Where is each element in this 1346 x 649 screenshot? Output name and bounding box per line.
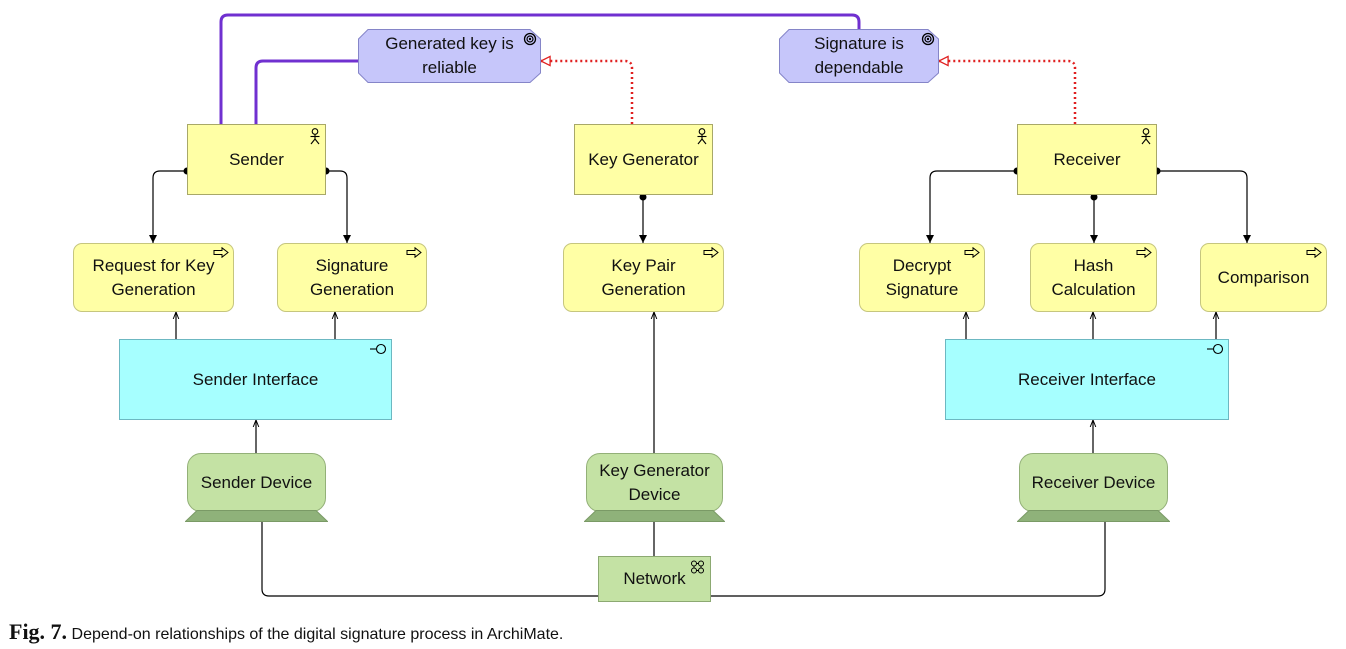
sender-device-network-line	[261, 521, 598, 597]
figure-caption: Fig. 7. Depend-on relationships of the d…	[9, 619, 563, 645]
process-arrow-icon	[1306, 246, 1322, 259]
process-request-key-generation[interactable]: Request for Key Generation	[73, 243, 234, 312]
device-receiver-base	[1017, 510, 1170, 522]
process-key-pair-generation[interactable]: Key Pair Generation	[563, 243, 724, 312]
process-arrow-icon	[406, 246, 422, 259]
process-arrow-icon	[1136, 246, 1152, 259]
process-label: Request for Key Generation	[92, 255, 215, 299]
process-signature-generation[interactable]: Signature Generation	[277, 243, 427, 312]
device-label: Key Generator Device	[599, 460, 710, 504]
actor-label: Sender	[229, 149, 284, 169]
process-arrow-icon	[213, 246, 229, 259]
sender-to-key-goal-line	[254, 59, 359, 124]
goal-generated-key-reliable[interactable]: Generated key is reliable	[358, 29, 541, 83]
interface-label: Sender Interface	[192, 369, 319, 389]
device-sender-base	[185, 510, 328, 522]
device-label: Sender Device	[200, 472, 313, 492]
process-label: Hash Calculation	[1051, 255, 1136, 299]
goal-signature-dependable[interactable]: Signature is dependable	[779, 29, 939, 83]
device-receiver[interactable]: Receiver Device	[1019, 453, 1168, 512]
goal-label: Generated key is reliable	[385, 34, 514, 77]
device-key-generator-base	[584, 510, 725, 522]
device-sender[interactable]: Sender Device	[187, 453, 326, 512]
receiver-to-decrypt-line	[926, 170, 1017, 243]
caption-text: Depend-on relationships of the digital s…	[71, 626, 564, 643]
process-arrow-icon	[964, 246, 980, 259]
network-label: Network	[623, 569, 686, 588]
interface-label: Receiver Interface	[1018, 369, 1156, 389]
actor-label: Receiver	[1053, 149, 1121, 169]
actor-key-generator[interactable]: Key Generator	[574, 124, 713, 195]
actor-receiver[interactable]: Receiver	[1017, 124, 1157, 195]
actor-label: Key Generator	[588, 149, 699, 169]
actor-icon	[309, 128, 321, 145]
process-label: Signature Generation	[309, 255, 395, 299]
goal-target-icon	[523, 32, 537, 46]
goal-label: Signature is dependable	[814, 34, 904, 77]
interface-receiver[interactable]: Receiver Interface	[945, 339, 1229, 420]
process-arrow-icon	[703, 246, 719, 259]
interface-lollipop-icon	[369, 343, 387, 355]
sender-to-signature-gen-line	[326, 170, 351, 243]
figure-number: Fig. 7.	[9, 619, 68, 644]
actor-icon	[696, 128, 708, 145]
interface-lollipop-icon	[1206, 343, 1224, 355]
network-node[interactable]: Network	[598, 556, 711, 602]
process-comparison[interactable]: Comparison	[1200, 243, 1327, 312]
actor-icon	[1140, 128, 1152, 145]
process-label: Comparison	[1217, 267, 1310, 287]
sender-to-request-line	[149, 170, 187, 243]
device-label: Receiver Device	[1031, 472, 1156, 492]
keygen-influence-line	[540, 61, 634, 124]
sender-to-signature-goal-line	[219, 13, 861, 124]
receiver-influence-line	[938, 61, 1077, 124]
process-label: Decrypt Signature	[885, 255, 959, 299]
process-label: Key Pair Generation	[601, 255, 686, 299]
process-decrypt-signature[interactable]: Decrypt Signature	[859, 243, 985, 312]
network-icon	[690, 560, 706, 574]
process-hash-calculation[interactable]: Hash Calculation	[1030, 243, 1157, 312]
goal-target-icon	[921, 32, 935, 46]
receiver-device-network-line	[711, 521, 1106, 597]
receiver-to-comparison-line	[1157, 170, 1251, 243]
interface-sender[interactable]: Sender Interface	[119, 339, 392, 420]
device-key-generator[interactable]: Key Generator Device	[586, 453, 723, 512]
actor-sender[interactable]: Sender	[187, 124, 326, 195]
